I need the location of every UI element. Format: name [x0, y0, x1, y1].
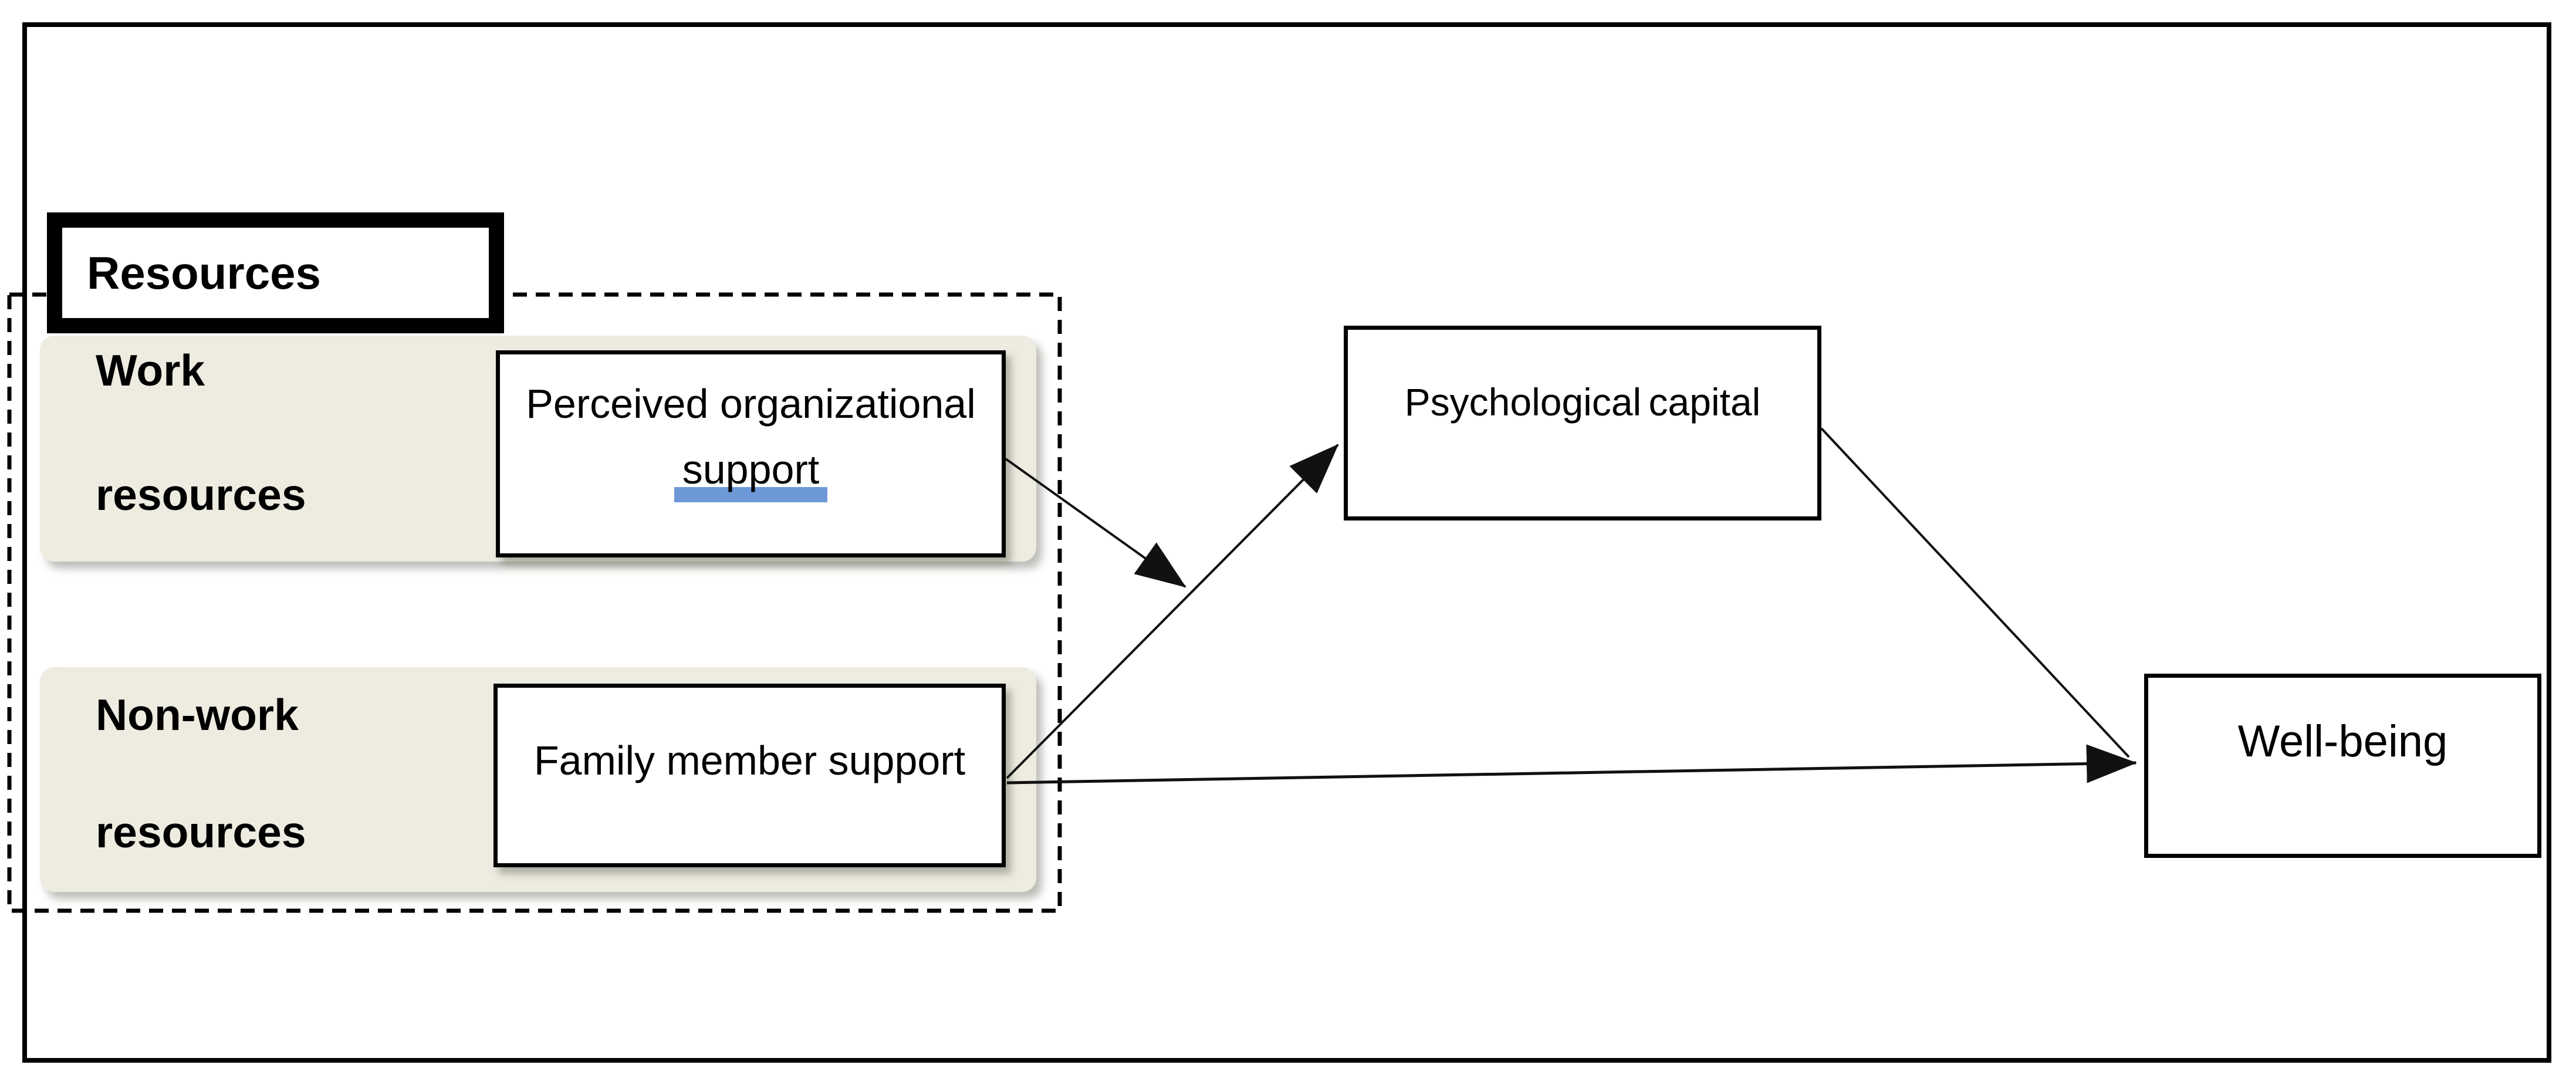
non-work-resources-label-line1: Non-work: [96, 690, 299, 739]
non-work-resources-label-line2: resources: [96, 807, 306, 857]
family-member-support-box: Family member support: [493, 684, 1006, 867]
family-member-support-label: Family member support: [533, 737, 966, 783]
resources-title-box: Resources: [47, 212, 504, 333]
pos-label-line2: support: [500, 437, 1002, 502]
psychological-capital-label: Psychological capital: [1404, 380, 1761, 424]
work-resources-label-line1: Work: [96, 346, 205, 395]
well-being-label: Well-being: [2237, 716, 2448, 766]
pos-support-underlined-text: support: [674, 437, 828, 502]
well-being-box: Well-being: [2144, 674, 2541, 858]
psychological-capital-box: Psychological capital: [1344, 326, 1821, 520]
work-resources-label-line2: resources: [96, 470, 306, 519]
pos-label-line1: Perceived organizational: [526, 381, 976, 427]
perceived-organizational-support-box: Perceived organizational support: [496, 350, 1006, 557]
resources-title-label: Resources: [87, 246, 321, 299]
